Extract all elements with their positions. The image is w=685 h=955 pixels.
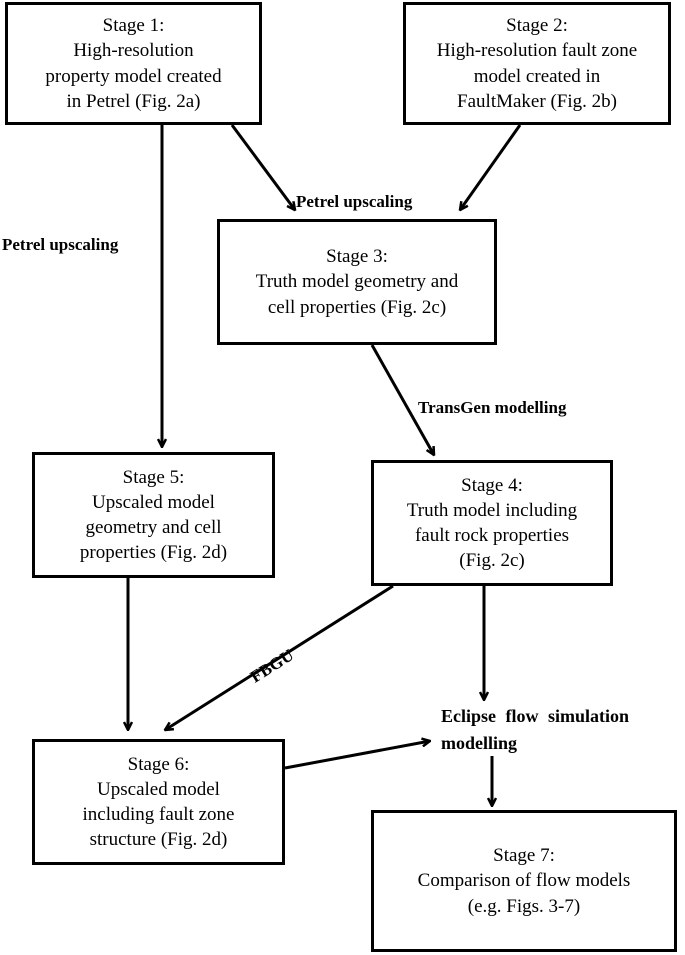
- stage-6-title: Stage 6:: [127, 753, 190, 775]
- stage-3-line-2: cell properties (Fig. 2c): [267, 296, 447, 318]
- stage-2-line-2: model created in: [473, 65, 601, 87]
- stage-4-line-1: Truth model including: [406, 499, 578, 521]
- arrow-s1-to-s3: [230, 124, 295, 210]
- label-petrel-upscaling-left: Petrel upscaling: [2, 235, 119, 254]
- stage-1-line-1: High-resolution: [73, 40, 194, 62]
- stage-7-line-2: (e.g. Figs. 3-7): [467, 895, 581, 917]
- stage-5-title: Stage 5:: [122, 466, 185, 488]
- stage-3-title: Stage 3:: [326, 246, 388, 268]
- stage-2-box: Stage 2: High-resolution fault zone mode…: [403, 2, 671, 125]
- arrow-s4-to-s6: [165, 584, 394, 730]
- stage-1-line-3: in Petrel (Fig. 2a): [66, 90, 201, 112]
- label-eclipse-line-1: Eclipse flow simulation: [441, 706, 630, 726]
- stage-7-line-1: Comparison of flow models: [417, 870, 631, 892]
- stage-4-box: Stage 4: Truth model including fault roc…: [371, 460, 613, 586]
- label-transgen-modelling: TransGen modelling: [418, 398, 567, 417]
- stage-2-line-1: High-resolution fault zone: [436, 40, 638, 62]
- stage-2-title: Stage 2:: [506, 15, 568, 37]
- stage-5-line-2: geometry and cell: [85, 517, 222, 538]
- stage-2-line-3: FaultMaker (Fig. 2b): [457, 90, 617, 112]
- arrow-s3-to-s4: [370, 344, 434, 455]
- stage-5-line-3: properties (Fig. 2d): [79, 542, 228, 564]
- stage-5-line-1: Upscaled model: [92, 491, 215, 513]
- label-petrel-upscaling-center: Petrel upscaling: [296, 192, 413, 211]
- stage-6-line-1: Upscaled model: [97, 778, 220, 800]
- stage-3-box: Stage 3: Truth model geometry and cell p…: [217, 219, 497, 345]
- label-eclipse-line-2: modelling: [441, 733, 518, 753]
- stage-3-line-1: Truth model geometry and: [255, 271, 459, 293]
- stage-7-title: Stage 7:: [493, 845, 555, 867]
- stage-6-line-3: structure (Fig. 2d): [89, 829, 228, 851]
- stage-5-box: Stage 5: Upscaled model geometry and cel…: [32, 452, 275, 578]
- stage-1-line-2: property model created: [45, 65, 222, 87]
- stage-6-box: Stage 6: Upscaled model including fault …: [32, 739, 285, 865]
- stage-4-title: Stage 4:: [461, 474, 523, 496]
- stage-7-box: Stage 7: Comparison of flow models (e.g.…: [371, 810, 677, 952]
- stage-1-box: Stage 1: High-resolution property model …: [5, 2, 262, 125]
- stage-6-line-2: including fault zone: [82, 804, 235, 825]
- stage-1-title: Stage 1:: [102, 15, 165, 37]
- arrow-s2-to-s3: [460, 124, 522, 210]
- stage-4-line-3: (Fig. 2c): [459, 550, 525, 572]
- arrow-s6-to-eclipse: [284, 741, 430, 770]
- stage-4-line-2: fault rock properties: [414, 525, 570, 546]
